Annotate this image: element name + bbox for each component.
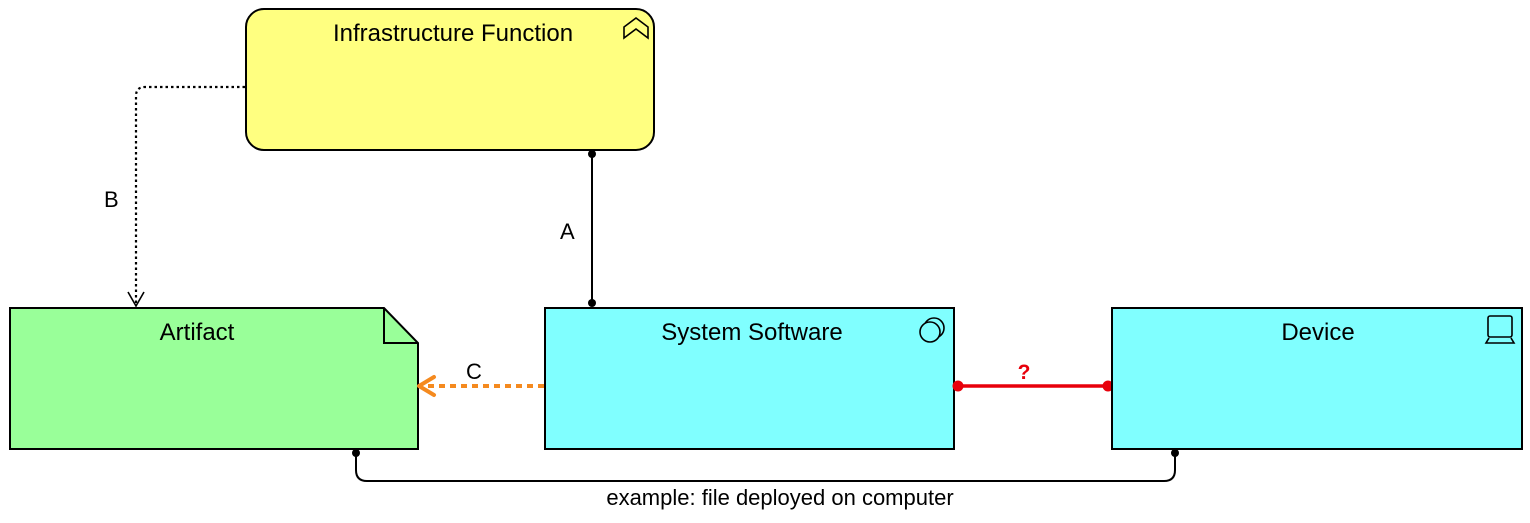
function-chevron-icon bbox=[623, 17, 649, 40]
connection-b-label: B bbox=[104, 187, 119, 212]
system-software-box[interactable] bbox=[544, 307, 955, 450]
arrowhead-icon bbox=[127, 291, 145, 308]
node-artifact[interactable]: Artifact bbox=[9, 307, 419, 450]
connection-artifact-device-end-dot bbox=[1171, 449, 1179, 457]
node-system-software[interactable]: System Software bbox=[544, 307, 955, 450]
connection-unknown-end-dot bbox=[1102, 380, 1114, 392]
connection-artifact-device[interactable]: example: file deployed on computer bbox=[352, 449, 1179, 510]
connection-a-start-dot bbox=[588, 150, 596, 158]
connection-unknown-label: ? bbox=[1018, 361, 1031, 384]
connection-c-label: C bbox=[466, 359, 482, 384]
connection-unknown-start-dot bbox=[952, 380, 964, 392]
device-monitor-icon bbox=[1484, 315, 1516, 344]
system-software-label: System Software bbox=[661, 319, 842, 346]
connection-artifact-device-start-dot bbox=[352, 449, 360, 457]
arrowhead-icon bbox=[417, 375, 436, 397]
connection-a[interactable]: A bbox=[560, 150, 596, 307]
system-software-circles-icon bbox=[919, 317, 945, 343]
node-device[interactable]: Device bbox=[1111, 307, 1523, 450]
device-label: Device bbox=[1281, 319, 1354, 346]
folded-corner-icon bbox=[383, 308, 418, 344]
connection-a-label: A bbox=[560, 219, 575, 244]
device-box[interactable] bbox=[1111, 307, 1523, 450]
infrastructure-function-box[interactable] bbox=[245, 8, 655, 151]
connection-a-end-dot bbox=[588, 299, 596, 307]
connection-c[interactable]: C bbox=[417, 359, 544, 397]
artifact-label: Artifact bbox=[160, 319, 235, 346]
connection-artifact-device-label: example: file deployed on computer bbox=[606, 485, 953, 510]
node-infrastructure-function[interactable]: Infrastructure Function bbox=[245, 8, 655, 151]
connection-artifact-device-line[interactable] bbox=[355, 453, 1176, 482]
connection-b-line[interactable] bbox=[134, 85, 245, 306]
artifact-box[interactable] bbox=[9, 307, 419, 450]
connection-unknown[interactable]: ? bbox=[952, 361, 1114, 392]
infrastructure-function-label: Infrastructure Function bbox=[333, 20, 573, 47]
connection-b[interactable]: B bbox=[104, 85, 245, 308]
